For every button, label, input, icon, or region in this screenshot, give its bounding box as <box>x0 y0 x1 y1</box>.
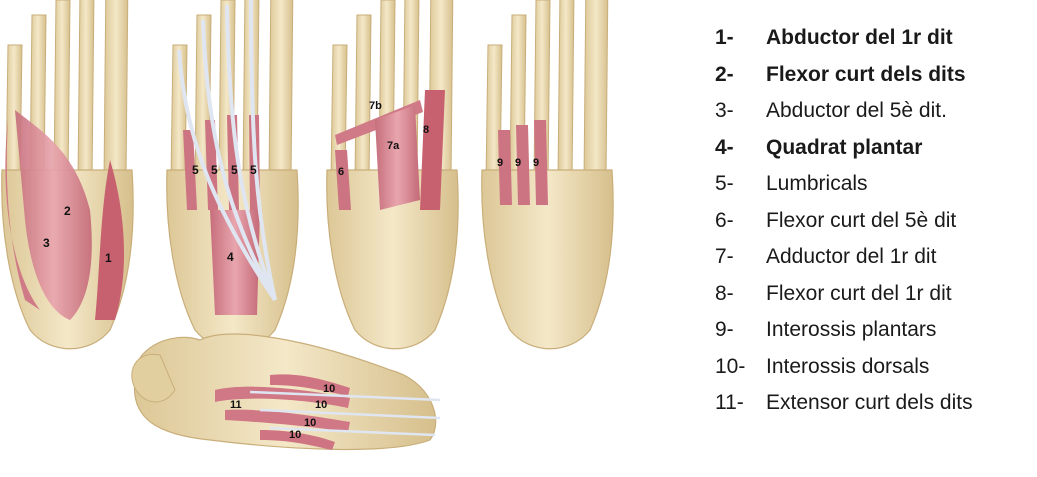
legend-label: Quadrat plantar <box>766 130 922 167</box>
legend-label: Lumbricals <box>766 166 868 203</box>
view2-label-5b: 5 <box>211 163 218 177</box>
foot-view-2: 5 5 5 5 4 <box>167 0 298 349</box>
view5-label-10d: 10 <box>289 429 301 441</box>
view1-label-3: 1 <box>105 251 112 265</box>
legend-number: 5- <box>715 166 734 203</box>
muscle-plantar-interossei <box>498 120 548 205</box>
legend-number: 8- <box>715 276 734 313</box>
view2-label-5c: 5 <box>231 163 238 177</box>
legend-number: 3- <box>715 93 734 130</box>
legend-item: 2- Flexor curt dels dits <box>715 57 1035 94</box>
legend-item: 4- Quadrat plantar <box>715 130 1035 167</box>
legend-item: 5- Lumbricals <box>715 166 1035 203</box>
view5-label-10b: 10 <box>315 399 327 411</box>
legend-label: Interossis dorsals <box>766 349 929 386</box>
legend-label: Flexor curt del 5è dit <box>766 203 956 240</box>
view2-label-5d: 5 <box>250 163 257 177</box>
view2-label-4: 4 <box>227 250 234 264</box>
foot-view-3: 7b 7a 8 6 <box>327 0 458 349</box>
legend-item: 11- Extensor curt dels dits <box>715 385 1035 422</box>
view3-label-8: 8 <box>423 124 429 136</box>
legend-number: 9- <box>715 312 734 349</box>
view4-label-9b: 9 <box>515 157 521 169</box>
legend-label: Extensor curt dels dits <box>766 385 973 422</box>
view4-label-9a: 9 <box>497 157 503 169</box>
view3-label-7b: 7b <box>369 100 382 112</box>
view2-label-5a: 5 <box>192 163 199 177</box>
legend-item: 1- Abductor del 1r dit <box>715 20 1035 57</box>
legend-label: Adductor del 1r dit <box>766 239 936 276</box>
legend-item: 10- Interossis dorsals <box>715 349 1035 386</box>
legend-number: 1- <box>715 20 734 57</box>
view1-label-2: 3 <box>43 236 50 250</box>
legend-item: 8- Flexor curt del 1r dit <box>715 276 1035 313</box>
legend-label: Flexor curt del 1r dit <box>766 276 952 313</box>
view3-label-7a: 7a <box>387 140 400 152</box>
view4-label-9c: 9 <box>533 157 539 169</box>
view5-label-11: 11 <box>230 399 242 411</box>
muscle-adductor-hallucis-oblique <box>375 105 420 210</box>
legend-item: 6- Flexor curt del 5è dit <box>715 203 1035 240</box>
legend-label: Flexor curt dels dits <box>766 57 966 94</box>
view5-label-10a: 10 <box>323 383 335 395</box>
view5-label-10c: 10 <box>304 417 316 429</box>
legend-label: Abductor del 5è dit. <box>766 93 947 130</box>
foot-muscles-illustration: 2 3 1 5 5 5 5 4 7b 7a 8 6 <box>0 0 690 477</box>
legend-number: 11- <box>715 385 744 422</box>
foot-view-1: 2 3 1 <box>2 0 133 349</box>
legend-number: 2- <box>715 57 734 94</box>
view1-label-1: 2 <box>64 204 71 218</box>
legend-number: 6- <box>715 203 734 240</box>
legend-number: 4- <box>715 130 734 167</box>
legend-label: Abductor del 1r dit <box>766 20 953 57</box>
legend-label: Interossis plantars <box>766 312 936 349</box>
foot-view-4: 9 9 9 <box>482 0 613 349</box>
legend-number: 7- <box>715 239 734 276</box>
muscle-legend: 1- Abductor del 1r dit 2- Flexor curt dels … <box>715 20 1035 422</box>
legend-number: 10- <box>715 349 745 386</box>
legend-item: 7- Adductor del 1r dit <box>715 239 1035 276</box>
foot-view-5: 10 11 10 10 10 <box>132 334 440 450</box>
legend-item: 3- Abductor del 5è dit. <box>715 93 1035 130</box>
view3-label-6: 6 <box>338 166 344 178</box>
legend-item: 9- Interossis plantars <box>715 312 1035 349</box>
